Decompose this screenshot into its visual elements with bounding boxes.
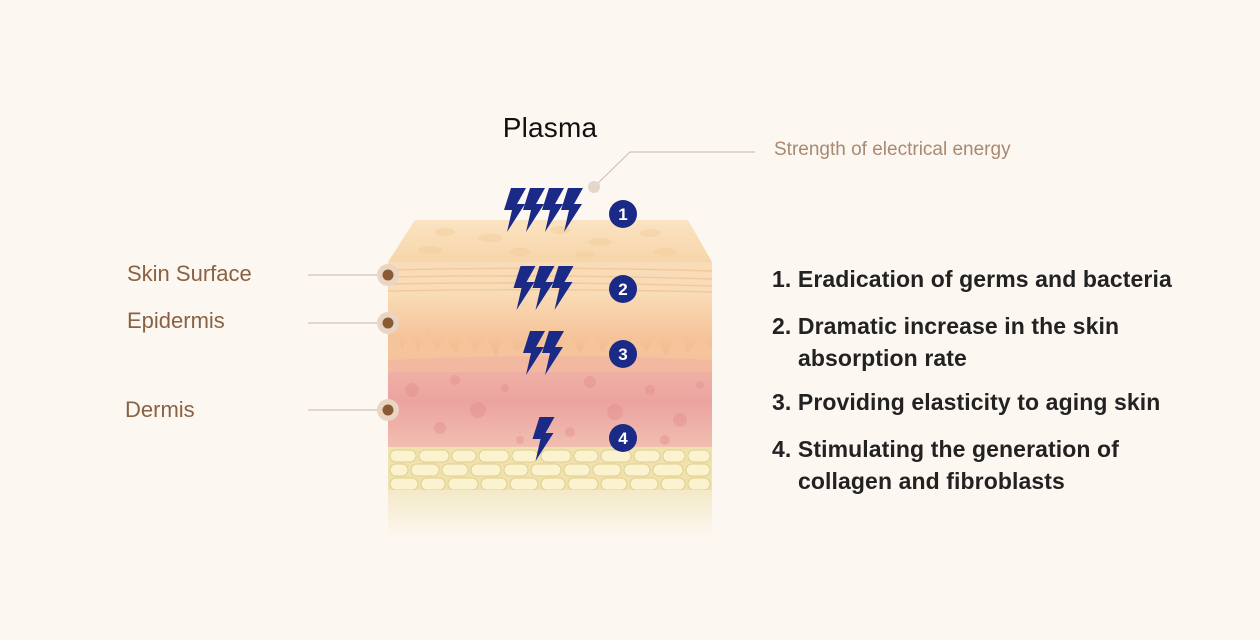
benefit-number: 4. [772,436,792,462]
benefit-text: Providing elasticity to aging skin [797,389,1161,415]
level-badge-number: 1 [618,205,627,224]
level-badges: 1 2 3 4 [609,200,637,452]
lightning-bolt-icon [542,188,564,232]
benefit-number: 1. [772,266,792,292]
benefit-item: 1. Eradication of germs and bacteria [772,263,1242,295]
lightning-bolt-icon [523,188,545,232]
lightning-bolt-icon [532,417,555,461]
benefit-item: 4. Stimulating the generation of collage… [772,433,1242,497]
diagram-title: Plasma [502,112,598,143]
lightning-bolt-icon [561,188,583,232]
benefit-item: 2. Dramatic increase in the skin absorpt… [772,310,1242,374]
label-dermis: Dermis [125,397,195,422]
benefit-text-continued: collagen and fibroblasts [798,468,1065,494]
lightning-bolt-icon [551,266,574,310]
epidermis-connector [308,312,399,334]
top-face-texture [418,226,677,259]
label-epidermis: Epidermis [127,308,225,333]
benefit-text-continued: absorption rate [798,345,967,371]
level-badge [609,275,637,303]
benefit-text: Dramatic increase in the skin [797,313,1120,339]
level-badge [609,340,637,368]
lightning-bolt-icon [513,266,536,310]
dermis-connector [308,399,399,421]
level-badge-number: 2 [618,280,627,299]
level-badge-number: 4 [618,429,628,448]
dermis-texture [405,375,704,445]
level-badge [609,200,637,228]
level-badge-number: 3 [618,345,627,364]
benefit-item: 3. Providing elasticity to aging skin [772,386,1242,418]
energy-bolts [504,188,583,461]
energy-connector [588,151,755,193]
benefit-text: Stimulating the generation of [797,436,1119,462]
level-badge [609,424,637,452]
lightning-bolt-icon [532,266,555,310]
skin-surface-connector [308,264,399,286]
block-fade [388,490,712,538]
skin-top-face [388,220,712,262]
energy-strength-label: Strength of electrical energy [774,139,1011,160]
label-skin-surface: Skin Surface [127,261,252,286]
benefit-number: 3. [772,389,792,415]
lightning-bolt-icon [504,188,526,232]
lightning-bolt-icon [523,331,545,375]
benefit-text: Eradication of germs and bacteria [797,266,1172,292]
benefit-number: 2. [772,313,792,339]
lightning-bolt-icon [542,331,564,375]
